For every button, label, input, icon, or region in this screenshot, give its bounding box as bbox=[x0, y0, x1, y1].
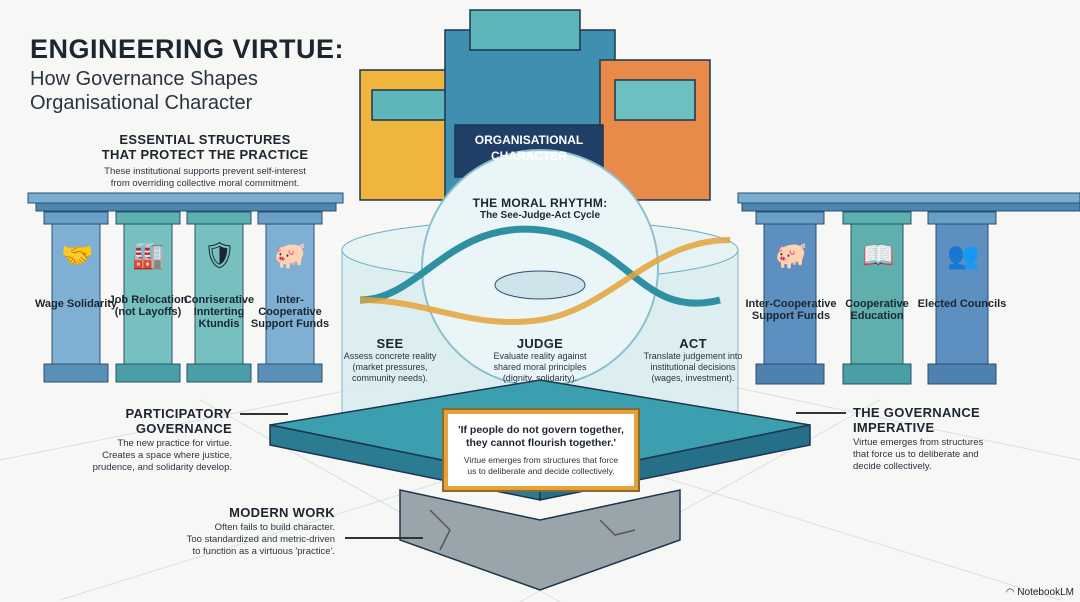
modern-work-heading: MODERN WORK bbox=[229, 505, 335, 520]
step-see: SEE Assess concrete reality (market pres… bbox=[330, 336, 450, 384]
essential-structures-section: ESSENTIAL STRUCTURES THAT PROTECT THE PR… bbox=[60, 132, 350, 190]
quote-box: 'If people do not govern together, they … bbox=[444, 410, 638, 490]
right-entablature bbox=[737, 192, 1080, 212]
governance-imperative-section: THE GOVERNANCE IMPERATIVE Virtue emerges… bbox=[853, 405, 1053, 473]
piggy-banks-icon: 🐖 bbox=[775, 240, 808, 270]
participatory-line: prudence, and solidarity develop. bbox=[92, 462, 232, 473]
pillar-label-elected-councils: Elected Councils bbox=[917, 298, 1007, 310]
quote-line: 'If people do not govern together, bbox=[458, 424, 624, 436]
step-act-name: ACT bbox=[679, 336, 707, 351]
essential-heading-1: ESSENTIAL STRUCTURES bbox=[119, 132, 291, 147]
notebooklm-watermark: ◠ NotebookLM bbox=[1006, 587, 1074, 598]
essential-desc-2: from overriding collective moral commitm… bbox=[110, 178, 300, 189]
factory-relocation-icon: 🏭 bbox=[132, 240, 165, 270]
pillar-label-job-relocation: Job Relocation (not Layoffs) bbox=[108, 294, 188, 318]
participatory-heading: PARTICIPATORY bbox=[125, 406, 232, 421]
step-see-line: (market pressures, bbox=[352, 362, 428, 372]
step-act: ACT Translate judgement into institution… bbox=[628, 336, 758, 384]
organisational-character-label: ORGANISATIONAL CHARACTER bbox=[474, 133, 584, 163]
floor-grid bbox=[0, 379, 1080, 602]
modern-work-connector bbox=[345, 537, 423, 539]
governance-imperative-connector bbox=[796, 412, 846, 414]
moral-rhythm-heading: THE MORAL RHYTHM: The See-Judge-Act Cycl… bbox=[440, 196, 640, 221]
modern-work-section: MODERN WORK Often fails to build charact… bbox=[120, 505, 335, 558]
notebooklm-logo-icon: ◠ bbox=[1005, 587, 1018, 598]
participatory-heading: GOVERNANCE bbox=[135, 421, 232, 436]
step-judge-line: shared moral principles bbox=[493, 362, 587, 372]
participatory-governance-section: PARTICIPATORY GOVERNANCE The new practic… bbox=[30, 406, 232, 474]
step-act-line: institutional decisions bbox=[650, 362, 736, 372]
shield-hands-icon: 🛡 bbox=[203, 240, 237, 270]
step-judge-line: Evaluate reality against bbox=[493, 351, 587, 361]
subtitle-line-1: How Governance Shapes bbox=[30, 68, 258, 90]
quote-line: they cannot flourish together.' bbox=[465, 437, 617, 449]
quote-body-line: Virtue emerges from structures that forc… bbox=[463, 455, 619, 465]
left-pillars bbox=[43, 211, 323, 383]
page-title: ENGINEERING VIRTUE: bbox=[30, 34, 345, 64]
watermark-text: NotebookLM bbox=[1017, 587, 1074, 598]
governance-imperative-line: Virtue emerges from structures bbox=[853, 437, 984, 448]
participatory-line: The new practice for virtue. bbox=[117, 438, 232, 449]
glass-cylinder bbox=[341, 149, 739, 421]
people-ballot-icon: 👥 bbox=[947, 240, 980, 270]
open-book-gear-icon: 📖 bbox=[862, 240, 895, 270]
step-judge-name: JUDGE bbox=[516, 336, 564, 351]
modern-work-line: to function as a virtuous 'practice'. bbox=[192, 546, 335, 557]
left-entablature bbox=[27, 192, 344, 212]
subtitle-line-2: Organisational Character bbox=[30, 92, 253, 114]
essential-desc-1: These institutional supports prevent sel… bbox=[104, 166, 306, 177]
step-see-name: SEE bbox=[376, 336, 404, 351]
governance-imperative-line: that force us to deliberate and bbox=[853, 449, 979, 460]
moral-rhythm-title: THE MORAL RHYTHM: bbox=[472, 196, 608, 210]
modern-work-line: Too standardized and metric-driven bbox=[186, 534, 335, 545]
step-see-line: Assess concrete reality bbox=[343, 351, 437, 361]
step-judge: JUDGE Evaluate reality against shared mo… bbox=[475, 336, 605, 384]
quote-body-line: us to deliberate and decide collectively… bbox=[467, 466, 615, 476]
pillar-label-conservative-funds: Conriserative Innterting Ktundis bbox=[183, 294, 255, 330]
piggy-banks-icon: 🐖 bbox=[274, 240, 307, 270]
right-pillars bbox=[755, 211, 997, 385]
pillar-label-inter-cooperative-right: Inter-Cooperative Support Funds bbox=[745, 298, 837, 322]
moral-rhythm-subtitle: The See-Judge-Act Cycle bbox=[479, 210, 601, 221]
modern-work-line: Often fails to build character. bbox=[214, 522, 335, 533]
pillar-label-cooperative-education: Cooperative Education bbox=[845, 298, 909, 322]
handshake-dollar-icon: 🤝 bbox=[61, 240, 94, 270]
pillar-label-inter-cooperative-left: Inter-Cooperative Support Funds bbox=[250, 294, 330, 330]
governance-imperative-heading: IMPERATIVE bbox=[853, 420, 935, 435]
essential-heading-2: THAT PROTECT THE PRACTICE bbox=[101, 147, 309, 162]
governance-imperative-heading: THE GOVERNANCE bbox=[853, 405, 980, 420]
step-judge-line: (dignity, solidarity). bbox=[502, 373, 578, 383]
step-see-line: community needs). bbox=[351, 373, 429, 383]
step-act-line: Translate judgement into bbox=[643, 351, 743, 361]
pillar-label-wage-solidarity: Wage Solidarity bbox=[34, 298, 118, 310]
participatory-line: Creates a space where justice, bbox=[102, 450, 232, 461]
governance-imperative-line: decide collectively. bbox=[853, 461, 932, 472]
step-act-line: (wages, investment). bbox=[651, 373, 735, 383]
participatory-connector bbox=[240, 413, 288, 415]
